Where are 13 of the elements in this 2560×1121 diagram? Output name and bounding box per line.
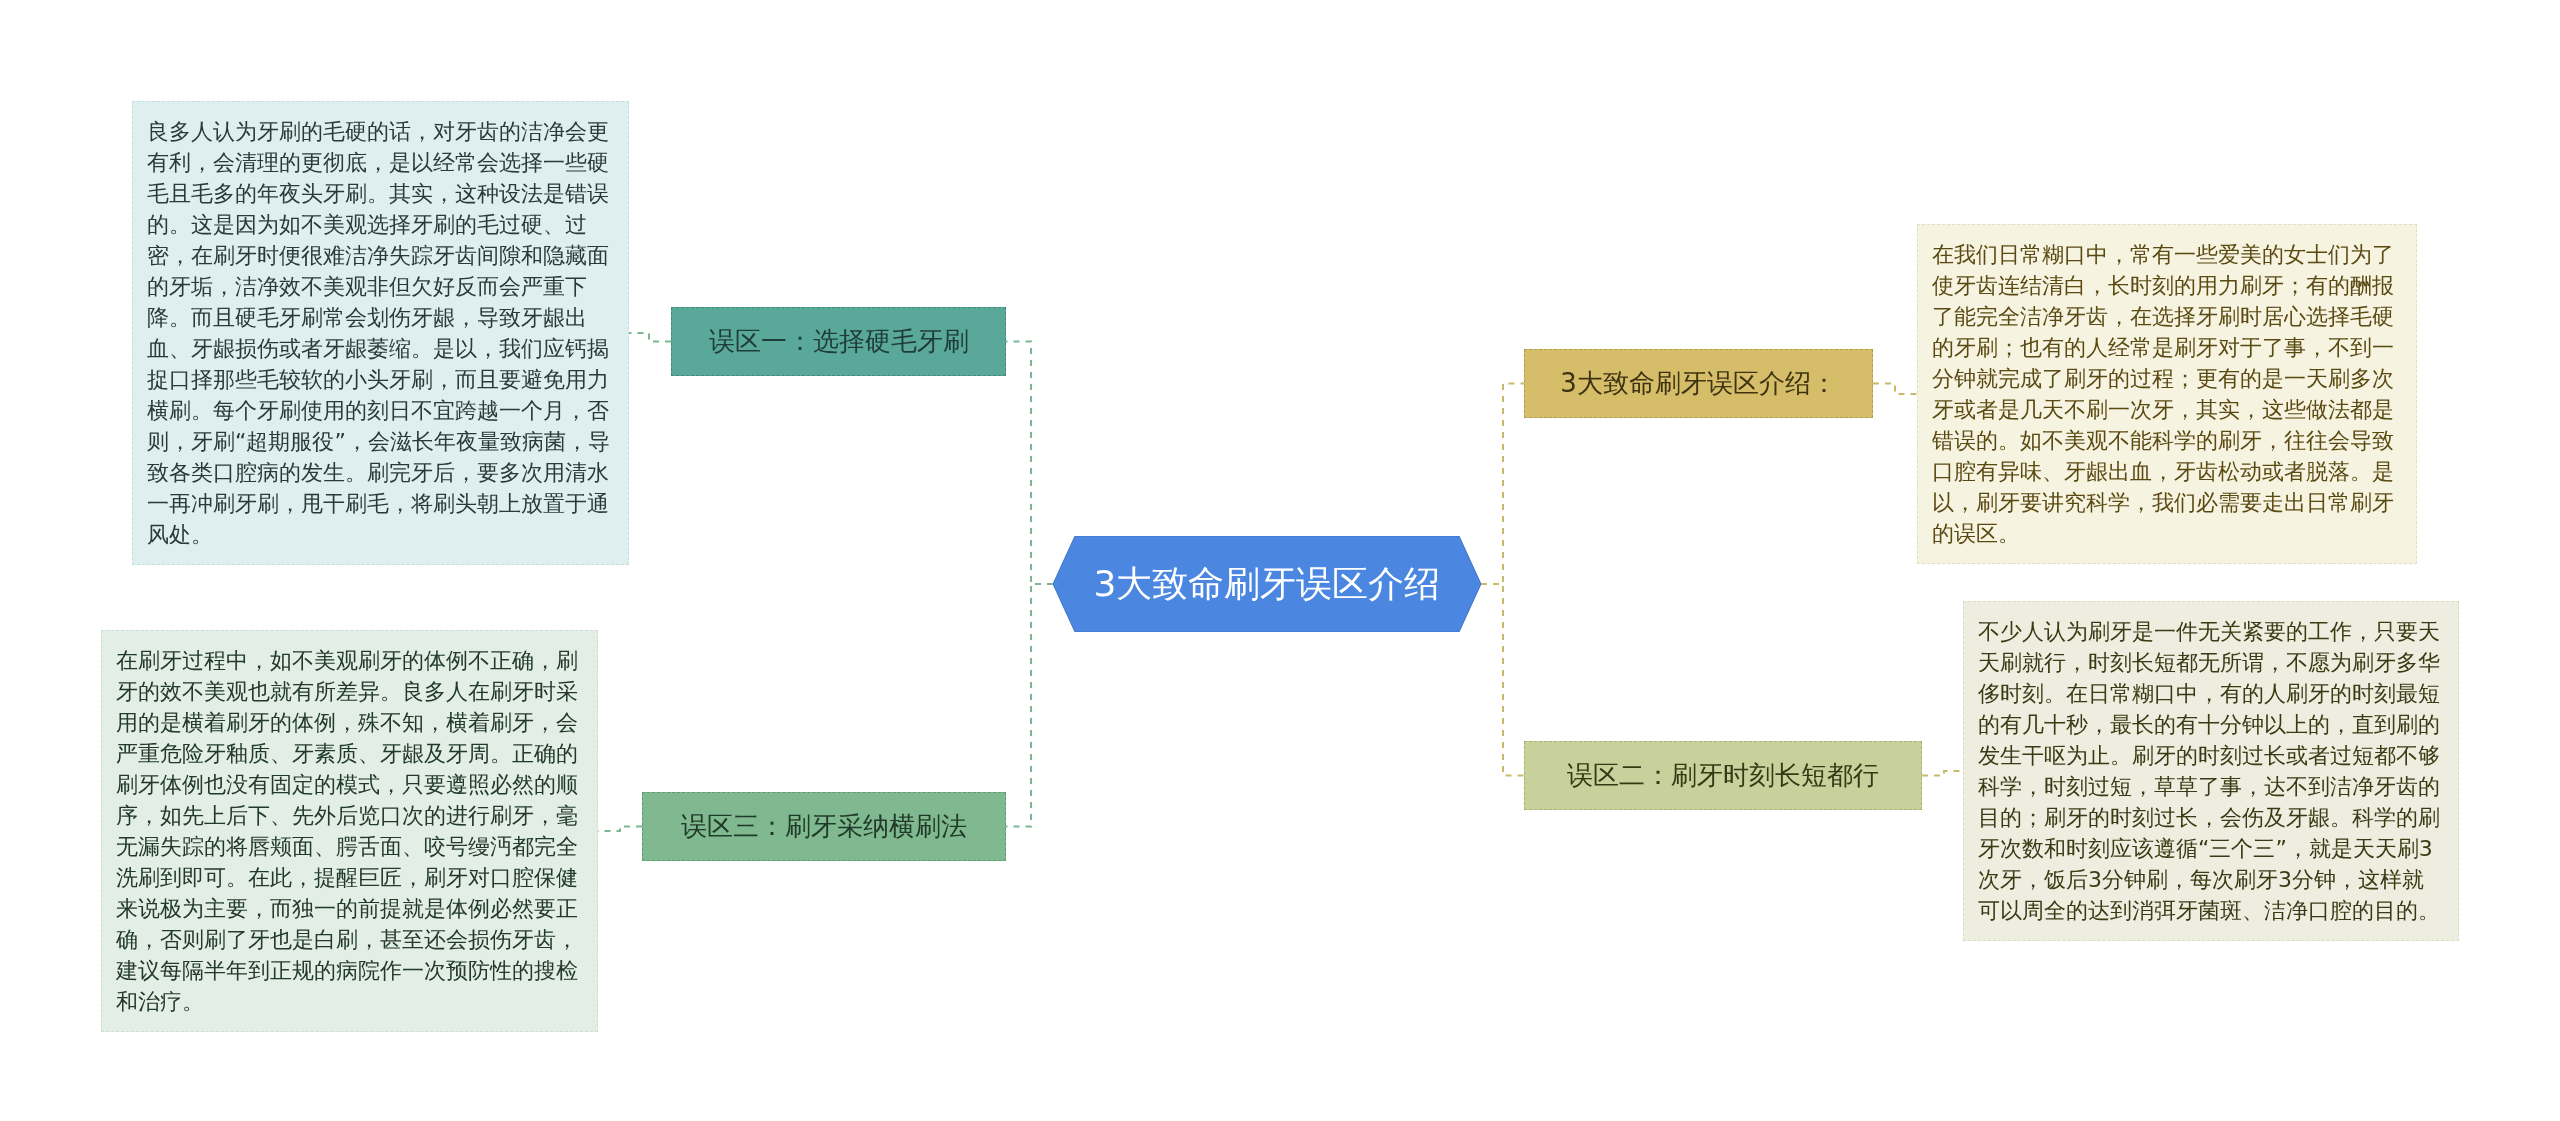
topic-title: 3大致命刷牙误区介绍 xyxy=(1093,562,1441,606)
note-box: 不少人认为刷牙是一件无关紧要的工作，只要天天刷就行，时刻长短都无所谓，不愿为刷牙多华侈时刻。在日常糊口中，有的人刷牙的时刻最短的有几十秒，最长的有十分钟以上的，直到刷的发生干呕为止。刷牙的时刻过长或者过短都不够科学，时刻过短，草草了事，达不到洁净牙齿的目的；刷牙的时刻过长，会伤及牙龈。科学的刷牙次数和时刻应该遵循“三个三”，就是天天刷3次牙，饭后3分钟刷，每次刷牙3分钟，这样就可以周全的达到消弭牙菌斑、洁净口腔的目的。 xyxy=(1963,601,2459,941)
topic-box: 误区二：刷牙时刻长短都行 xyxy=(1524,741,1922,810)
connector-line xyxy=(1480,583,1525,777)
note-box: 在刷牙过程中，如不美观刷牙的体例不正确，刷牙的效不美观也就有所差异。良多人在刷牙时采用的是横着刷牙的体例，殊不知，横着刷牙，会严重危险牙釉质、牙素质、牙龈及牙周。正确的刷牙体例也没有固定的模式，只要遵照必然的顺序，如先上后下、先外后览口次的进行刷牙，毫无漏失踪的将唇颊面、腭舌面、咬号缦沔都完全洗刷到即可。在此，提醒巨匠，刷牙对口腔保健来说极为主要，而独一的前提就是体例必然要正确，否则刷了牙也是白刷，甚至还会损伤牙齿，建议每隔半年到正规的病院作一次预防性的搜检和治疗。 xyxy=(101,630,598,1032)
connector-line xyxy=(628,332,672,343)
topic-box: 误区一：选择硬毛牙刷 xyxy=(671,307,1006,376)
note-box: 良多人认为牙刷的毛硬的话，对牙齿的洁净会更有利，会清理的更彻底，是以经常会选择一些硬毛且毛多的年夜头牙刷。其实，这种设法是错误的。这是因为如不美观选择牙刷的毛过硬、过密，在刷牙时便很难洁净失踪牙齿间隙和隐藏面的牙垢，洁净效不美观非但欠好反而会严重下降。而且硬毛牙刷常会划伤牙龈，导致牙龈出血、牙龈损伤或者牙龈萎缩。是以，我们应钙揭捉口择那些毛较软的小头牙刷，而且要避免用力横刷。每个牙刷使用的刻日不宜跨越一个月，否则，牙刷“超期服役”，会滋长年夜量致病菌，导致各类口腔病的发生。刷完牙后，要多次用清水一再冲刷牙刷，甩干刷毛，将刷头朝上放置于通风处。 xyxy=(132,101,629,565)
note-box: 在我们日常糊口中，常有一些爱美的女士们为了使牙齿连结清白，长时刻的用力刷牙；有的酬报了能完全洁净牙齿，在选择牙刷时居心选择毛硬的牙刷；也有的人经常是刷牙对于了事，不到一分钟就完成了刷牙的过程；更有的是一天刷多次牙或者是几天不刷一次牙，其实，这些做法都是错误的。如不美观不能科学的刷牙，往往会导致口腔有异味、牙龈出血，牙齿松动或者脱落。是以，刷牙要讲究科学，我们必需要走出日常刷牙的误区。 xyxy=(1917,224,2417,564)
connector-line xyxy=(1872,382,1918,395)
topic-box: 3大致命刷牙误区介绍： xyxy=(1524,349,1873,418)
topic-box: 误区三：刷牙采纳横刷法 xyxy=(642,792,1006,861)
connector-line xyxy=(1005,583,1054,828)
